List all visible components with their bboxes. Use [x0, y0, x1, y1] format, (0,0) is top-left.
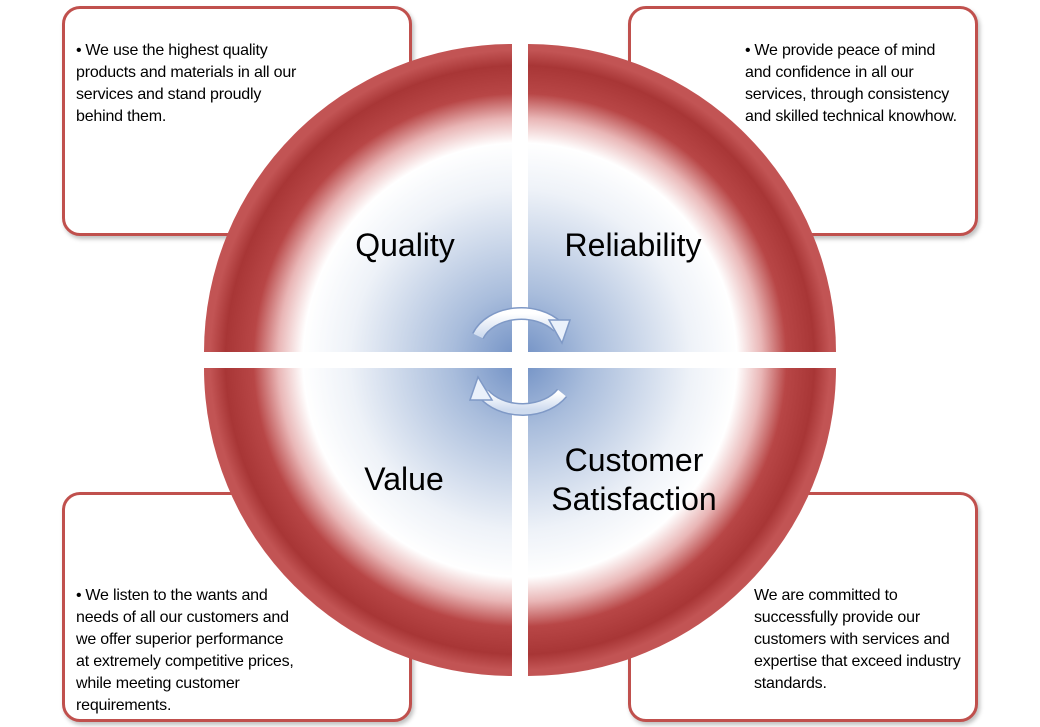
value-label: Value [364, 461, 443, 497]
customer-satisfaction-label-line1: Customer [565, 442, 704, 478]
quality-description: •We use the highest quality products and… [76, 42, 297, 125]
customer-satisfaction-label-line2: Satisfaction [551, 481, 716, 517]
customer-satisfaction-segment [528, 368, 836, 676]
value-description: •We listen to the wants and needs of all… [76, 587, 294, 714]
circular-arrow-icon [472, 307, 572, 345]
reliability-segment [528, 44, 836, 352]
customer-satisfaction-description: We are committed to successfully provide… [754, 587, 961, 692]
quality-segment [204, 44, 512, 352]
circular-arrow-icon [468, 375, 568, 416]
value-segment [204, 368, 512, 676]
quality-label: Quality [355, 227, 455, 263]
reliability-description: •We provide peace of mind and confidence… [745, 42, 957, 125]
reliability-label: Reliability [565, 227, 702, 263]
